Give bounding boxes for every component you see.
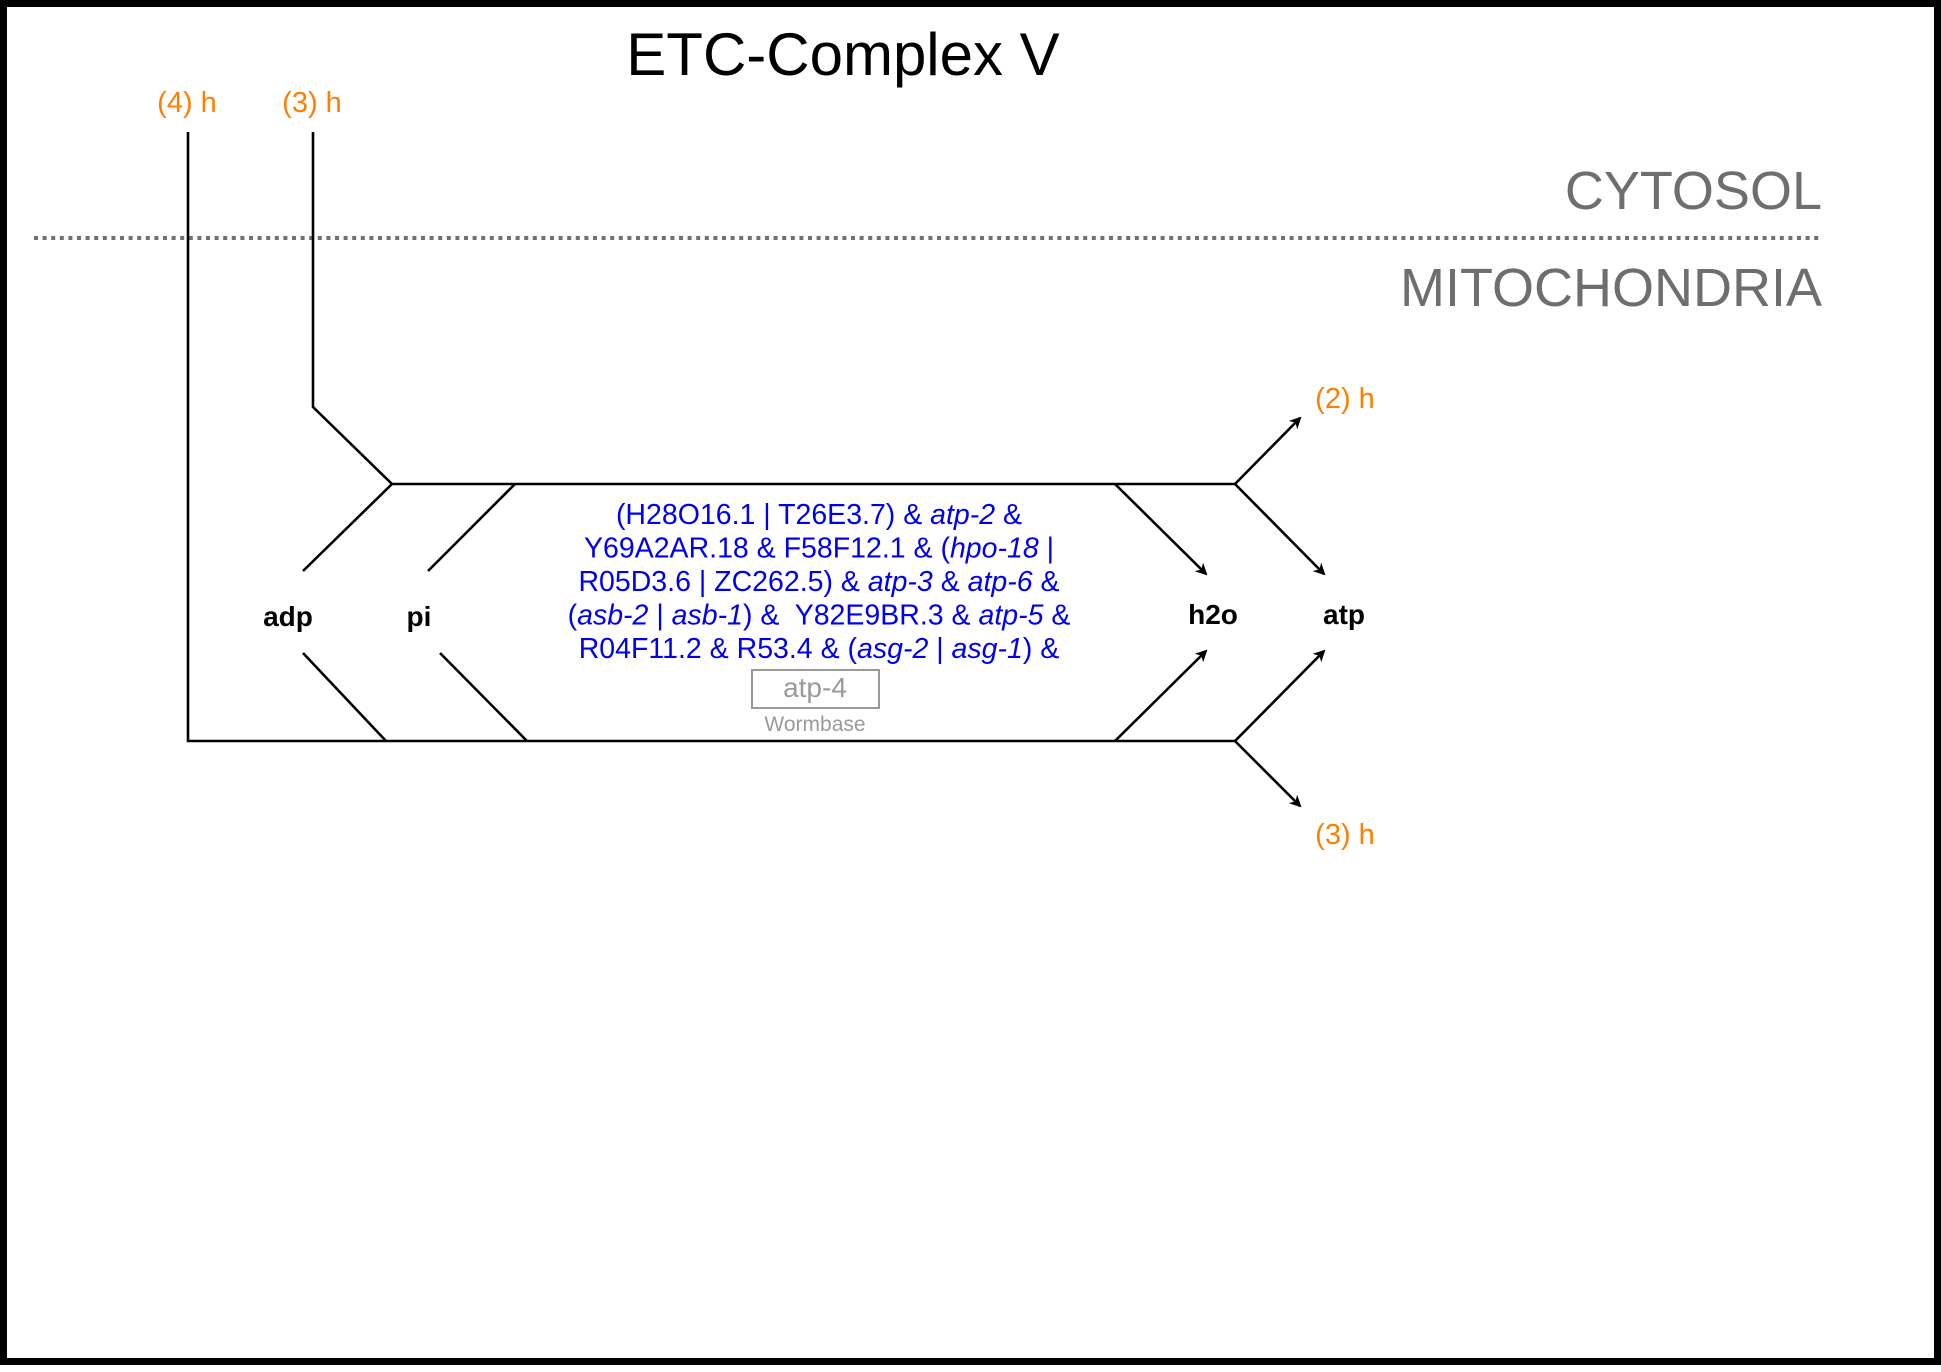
- arrow-to-proton-3: [1234, 740, 1302, 808]
- missing-gene-box[interactable]: [751, 669, 880, 709]
- compartment-label-cytosol: CYTOSOL: [1565, 161, 1822, 221]
- gene-rule-line: (H28O16.1 | T26E3.7) & atp-2 &: [616, 499, 1022, 531]
- gene-name: asg-1: [952, 633, 1023, 665]
- arrow-to-h2o-bottom: [1114, 649, 1208, 742]
- gene-name: asb-2: [577, 600, 648, 632]
- gene-rule-text: R04F11.2 & R53.4 & (: [579, 633, 858, 665]
- metabolite-h2o[interactable]: h2o: [1188, 599, 1238, 630]
- diagram-title: ETC-Complex V: [626, 21, 1059, 88]
- gene-rule-text: R05D3.6 | ZC262.5) &: [578, 566, 867, 598]
- gene-name: hpo-18: [950, 533, 1039, 565]
- gene-rule-text: &: [933, 566, 968, 598]
- gene-rule-text: Y69A2AR.18 & F58F12.1 & (: [584, 533, 950, 565]
- gene-rule-text: ) & Y82E9BR.3 &: [743, 600, 979, 632]
- metabolite-atp[interactable]: atp: [1323, 599, 1365, 630]
- gene-reaction-rule[interactable]: (H28O16.1 | T26E3.7) & atp-2 &Y69A2AR.18…: [568, 499, 1071, 665]
- gene-rule-text: |: [648, 600, 671, 632]
- gene-rule-text: &: [1043, 600, 1070, 632]
- gene-name: asb-1: [672, 600, 743, 632]
- arrow-to-proton-2: [1234, 416, 1302, 485]
- edge-adp-top: [302, 483, 393, 572]
- missing-gene-source: Wormbase: [764, 713, 865, 736]
- gene-rule-line: R05D3.6 | ZC262.5) & atp-3 & atp-6 &: [578, 566, 1059, 598]
- metabolite-proton-3-input[interactable]: (3) h: [282, 87, 342, 119]
- metabolite-adp[interactable]: adp: [263, 601, 313, 632]
- gene-name: asg-2: [857, 633, 928, 665]
- gene-rule-text: |: [1039, 533, 1054, 565]
- edge-proton-3: [311, 132, 393, 485]
- gene-rule-line: R04F11.2 & R53.4 & (asg-2 | asg-1) &: [579, 633, 1060, 665]
- gene-name: atp-3: [868, 566, 933, 598]
- gene-name: atp-6: [968, 566, 1033, 598]
- arrow-to-atp-top: [1234, 483, 1326, 576]
- metabolite-proton-2-output[interactable]: (2) h: [1315, 383, 1375, 415]
- gene-rule-text: (: [568, 600, 578, 632]
- edge-pi-top: [427, 483, 516, 572]
- arrow-to-h2o-top: [1114, 483, 1208, 576]
- metabolite-proton-3-output[interactable]: (3) h: [1315, 819, 1375, 851]
- edge-pi-bottom: [439, 652, 528, 742]
- gene-rule-line: Y69A2AR.18 & F58F12.1 & (hpo-18 |: [584, 533, 1054, 565]
- gene-name: atp-5: [978, 600, 1043, 632]
- edge-adp-bottom: [302, 652, 387, 742]
- gene-rule-text: |: [928, 633, 951, 665]
- missing-gene-label: atp-4: [783, 672, 847, 703]
- arrow-to-atp-bottom: [1234, 649, 1326, 742]
- gene-rule-text: &: [1033, 566, 1060, 598]
- compartment-label-mitochondria: MITOCHONDRIA: [1400, 258, 1822, 318]
- gene-rule-line: (asb-2 | asb-1) & Y82E9BR.3 & atp-5 &: [568, 600, 1071, 632]
- gene-rule-text: (H28O16.1 | T26E3.7) &: [616, 499, 930, 531]
- gene-name: atp-2: [930, 499, 995, 531]
- reaction-diagram: ETC-Complex V CYTOSOL MITOCHONDRIA (4) h…: [34, 21, 1822, 851]
- metabolite-pi[interactable]: pi: [407, 601, 432, 632]
- gene-rule-text: &: [995, 499, 1022, 531]
- metabolite-proton-4-input[interactable]: (4) h: [157, 87, 217, 119]
- gene-rule-text: ) &: [1023, 633, 1059, 665]
- edge-proton-4: [186, 132, 386, 743]
